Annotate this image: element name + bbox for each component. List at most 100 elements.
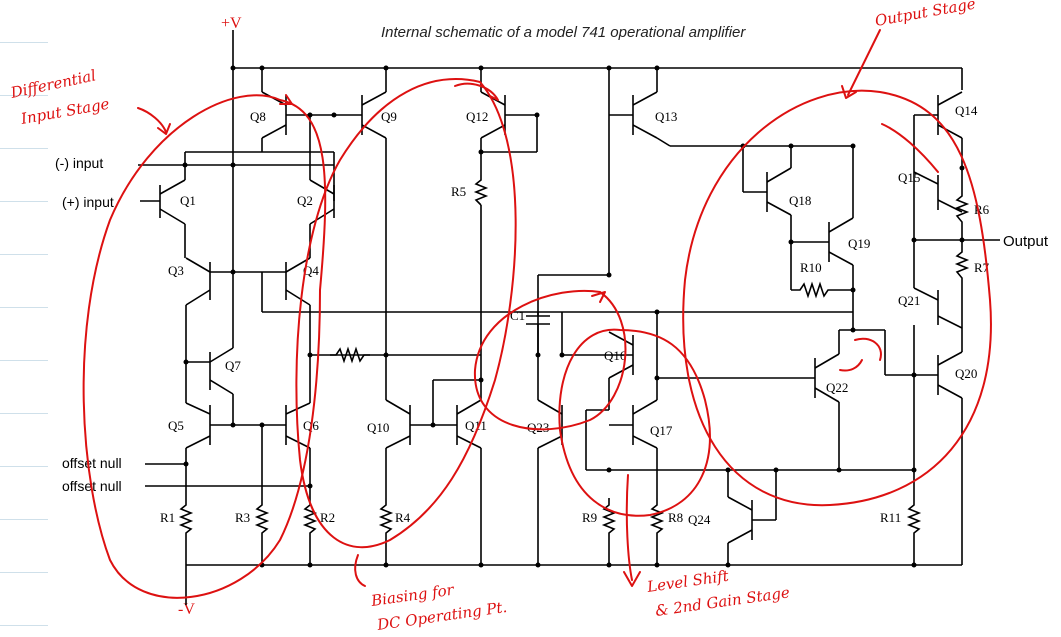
label-q14: Q14 <box>955 103 978 118</box>
label-r9: R9 <box>582 510 597 525</box>
transistor-q22: Q22 <box>659 329 914 470</box>
circle-input-stage <box>82 94 327 599</box>
resistor-r11: R11 <box>880 470 922 565</box>
label-q3: Q3 <box>168 263 184 278</box>
ruled-line <box>0 466 48 467</box>
label-q21: Q21 <box>898 293 920 308</box>
transistor-q18: Q18 <box>742 146 811 290</box>
ruled-line <box>0 95 48 96</box>
resistor-r10: R10 <box>791 260 853 299</box>
circle-level-shift-small <box>473 289 627 431</box>
annotation-output-text: Output Stage <box>874 0 977 30</box>
transistor-q5: Q5 <box>168 402 286 498</box>
label-q5: Q5 <box>168 418 184 433</box>
label-q10: Q10 <box>367 420 389 435</box>
label-q19: Q19 <box>848 236 870 251</box>
resistor-r9: R9 <box>582 498 617 565</box>
ruled-line <box>0 519 48 520</box>
resistor-r2: R2 <box>302 498 335 565</box>
label-q20: Q20 <box>955 366 977 381</box>
resistor-r3: R3 <box>235 498 270 565</box>
resistor-r1: R1 <box>160 498 194 565</box>
transistor-q24: Q24 <box>688 470 777 565</box>
label-q22: Q22 <box>826 380 848 395</box>
ruled-line <box>0 307 48 308</box>
annotation-output-stage: Output Stage <box>682 0 992 507</box>
input-pins: (-) input (+) input <box>55 151 335 210</box>
transistor-q10: Q10 <box>367 399 411 498</box>
annotation-differential-text-2: Input Stage <box>19 95 111 128</box>
ruled-line <box>0 625 48 626</box>
offset-null-pins: offset null offset null <box>62 455 313 494</box>
transistor-q3: Q3 <box>168 257 211 403</box>
transistor-q7: Q7 <box>186 68 241 425</box>
label-r11: R11 <box>880 510 901 525</box>
transistor-q21: Q21 <box>898 240 963 329</box>
label-q15: Q15 <box>898 170 920 185</box>
label-q12: Q12 <box>466 109 488 124</box>
ruled-line <box>0 413 48 414</box>
label-q24: Q24 <box>688 512 711 527</box>
ruled-line <box>0 42 48 43</box>
resistor-bias <box>330 346 370 364</box>
label-q11: Q11 <box>465 418 487 433</box>
label-q23: Q23 <box>527 420 549 435</box>
capacitor-c1: C1 <box>510 308 550 355</box>
circle-level-shift-large <box>558 328 711 517</box>
transistor-q6: Q6 <box>259 402 319 498</box>
circle-biasing <box>295 78 517 549</box>
output-label: Output <box>1003 233 1049 250</box>
transistor-q8: Q8 <box>250 68 334 152</box>
inverting-input-label: (-) input <box>55 155 103 171</box>
label-q7: Q7 <box>225 358 241 373</box>
label-r5: R5 <box>451 184 466 199</box>
label-r2: R2 <box>320 510 335 525</box>
transistor-q17: Q17 <box>609 312 673 498</box>
resistor-r4: R4 <box>378 498 411 565</box>
label-q2: Q2 <box>297 193 313 208</box>
annotation-differential-text-1: Differential <box>8 66 98 102</box>
transistor-q15: Q15 <box>898 170 963 213</box>
transistor-q13: Q13 <box>608 68 853 275</box>
label-q1: Q1 <box>180 193 196 208</box>
transistor-q19: Q19 <box>791 146 870 330</box>
label-r3: R3 <box>235 510 250 525</box>
ruled-line <box>0 201 48 202</box>
label-r4: R4 <box>395 510 411 525</box>
transistor-q9: Q9 <box>334 68 397 400</box>
transistor-q2: Q2 <box>297 115 335 258</box>
label-q8: Q8 <box>250 109 266 124</box>
label-q17: Q17 <box>650 423 673 438</box>
label-r10: R10 <box>800 260 822 275</box>
transistor-q23: Q23 <box>527 274 609 565</box>
negative-rail-label: -V <box>178 601 195 618</box>
label-r1: R1 <box>160 510 175 525</box>
transistor-q1: Q1 <box>159 165 196 258</box>
ruled-line <box>0 254 48 255</box>
annotation-biasing-text-1: Biasing for <box>369 580 456 610</box>
ruled-line <box>0 360 48 361</box>
resistor-r8: R8 <box>649 498 683 565</box>
label-q9: Q9 <box>381 109 397 124</box>
resistor-r5: R5 <box>451 175 489 206</box>
label-q13: Q13 <box>655 109 677 124</box>
schematic-title: Internal schematic of a model 741 operat… <box>381 24 746 41</box>
power-rails <box>185 30 963 605</box>
noninverting-input-label: (+) input <box>62 194 114 210</box>
label-q4: Q4 <box>303 263 319 278</box>
transistor-q20: Q20 <box>913 325 977 565</box>
annotation-biasing: Biasing for DC Operating Pt. <box>295 78 517 634</box>
transistor-q11: Q11 <box>410 379 487 565</box>
label-c1: C1 <box>510 308 525 323</box>
transistor-q12: Q12 <box>466 68 538 175</box>
label-q16: Q16 <box>604 348 627 363</box>
ruled-line <box>0 148 48 149</box>
label-q18: Q18 <box>789 193 811 208</box>
label-r8: R8 <box>668 510 683 525</box>
circle-output-stage <box>682 89 992 507</box>
positive-rail-label: +V <box>221 15 242 32</box>
annotation-level-shift-text-1: Level Shift <box>645 567 731 597</box>
ruled-line <box>0 572 48 573</box>
transistor-q14: Q14 <box>913 91 978 240</box>
